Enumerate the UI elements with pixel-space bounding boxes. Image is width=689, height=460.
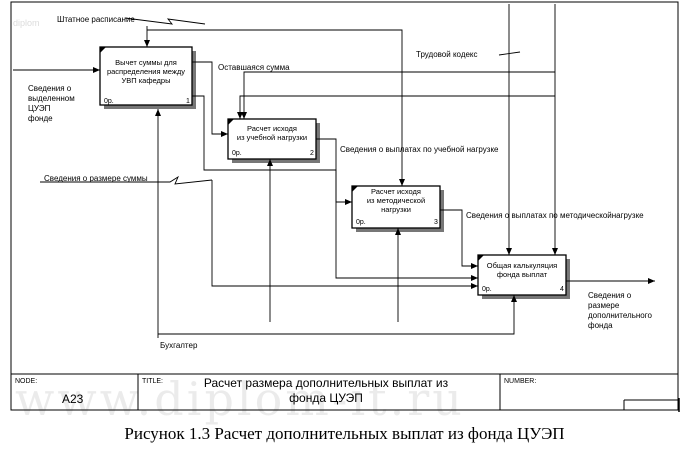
box-3-line-1: Расчет исходя bbox=[371, 187, 421, 196]
label-razmer-summy: Сведения о размере суммы bbox=[44, 174, 148, 183]
arrow-svedeniya-razmer bbox=[40, 175, 213, 185]
box-4-line-2: фонда выплат bbox=[497, 270, 548, 279]
box-2-line-1: Расчет исходя bbox=[247, 124, 297, 133]
footer-title-block bbox=[11, 373, 678, 410]
label-dop-1: Сведения о bbox=[588, 291, 632, 300]
box-2-line-2: из учебной нагрузки bbox=[237, 133, 307, 142]
label-ostavshayasya: Оставшаяся сумма bbox=[218, 63, 290, 72]
label-dop-3: дополнительного bbox=[588, 311, 652, 320]
label-trudovoy: Трудовой кодекс bbox=[416, 50, 478, 59]
box-3-cost: 0р. bbox=[356, 219, 366, 226]
box-3-line-3: нагрузки bbox=[381, 205, 411, 214]
box-4-cost: 0р. bbox=[482, 286, 492, 293]
box-1-number: 1 bbox=[186, 98, 190, 105]
activity-box-1[interactable]: Вычет суммы для распределения между УВП … bbox=[99, 46, 196, 109]
activity-box-4[interactable]: Общая калькуляция фонда выплат 0р. 4 bbox=[477, 254, 570, 299]
footer-title-line-1: Расчет размера дополнительных выплат из bbox=[204, 376, 449, 390]
box-3-number: 3 bbox=[434, 219, 438, 226]
label-fond-3: ЦУЭП bbox=[28, 104, 51, 113]
label-fond-2: выделенном bbox=[28, 94, 75, 103]
arrow-ostavshayasya bbox=[192, 61, 228, 137]
label-vyplaty-uchebnoy: Сведения о выплатах по учебной нагрузке bbox=[340, 145, 499, 154]
label-fond-1: Сведения о bbox=[28, 84, 72, 93]
arrow-control-shtatnoe bbox=[124, 17, 206, 25]
diagram-border bbox=[10, 1, 679, 411]
box-1-line-3: УВП кафедры bbox=[122, 76, 171, 85]
label-fond-4: фонде bbox=[28, 114, 53, 123]
arrow-vyplaty-uchebnoy bbox=[316, 138, 352, 205]
footer-title-label: TITLE: bbox=[142, 378, 163, 385]
footer-number-label: NUMBER: bbox=[504, 378, 536, 385]
box-1-cost: 0р. bbox=[104, 98, 114, 105]
box-2-number: 2 bbox=[310, 150, 314, 157]
box-2-cost: 0р. bbox=[232, 150, 242, 157]
label-shtatnoe: Штатное расписание bbox=[57, 15, 135, 24]
label-buhgalter: Бухгалтер bbox=[160, 341, 198, 350]
activity-box-2[interactable]: Расчет исходя из учебной нагрузки 0р. 2 bbox=[227, 118, 320, 163]
arrow-vyplaty-metod bbox=[440, 209, 478, 269]
box-1-line-2: распределения между bbox=[107, 67, 185, 76]
idef0-diagram: Вычет суммы для распределения между УВП … bbox=[10, 1, 680, 412]
box-1-line-1: Вычет суммы для bbox=[115, 58, 177, 67]
box-3-line-2: из методической bbox=[367, 196, 425, 205]
figure-caption: Рисунок 1.3 Расчет дополнительных выплат… bbox=[124, 424, 565, 443]
label-dop-2: размере bbox=[588, 301, 620, 310]
label-vyplaty-metod: Сведения о выплатах по методическойнагру… bbox=[466, 211, 644, 220]
activity-box-3[interactable]: Расчет исходя из методической нагрузки 0… bbox=[351, 185, 444, 232]
label-dop-4: фонда bbox=[588, 321, 613, 330]
footer-node-value: A23 bbox=[62, 392, 84, 406]
footer-node-label: NODE: bbox=[15, 378, 37, 385]
box-4-line-1: Общая калькуляция bbox=[487, 261, 557, 270]
footer-title-line-2: фонда ЦУЭП bbox=[289, 391, 363, 405]
box-4-number: 4 bbox=[560, 286, 564, 293]
